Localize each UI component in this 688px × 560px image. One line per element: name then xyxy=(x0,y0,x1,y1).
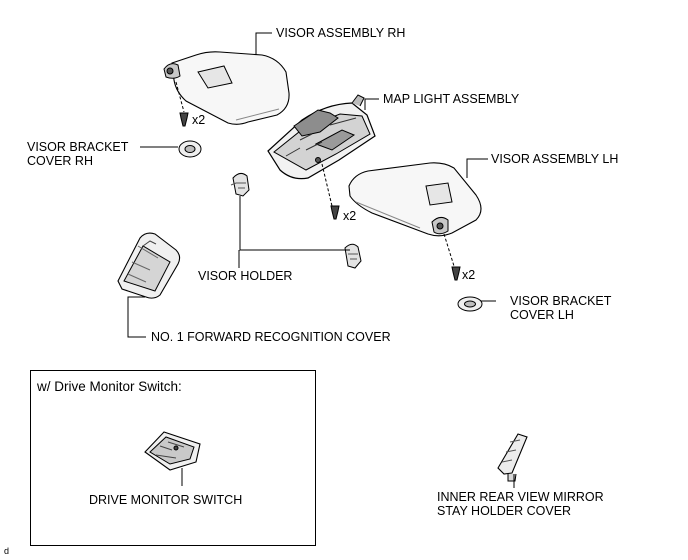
qty-visor-rh-screws: x2 xyxy=(192,113,206,127)
visor-assembly-rh-part xyxy=(163,51,290,125)
label-visor-assembly-rh: VISOR ASSEMBLY RH xyxy=(276,26,406,40)
screw-lh-part xyxy=(451,266,461,281)
label-visor-bracket-cover-lh: VISOR BRACKET COVER LH xyxy=(510,294,612,322)
qty-map-light-screws: x2 xyxy=(343,209,357,223)
map-light-assembly-part xyxy=(267,94,376,207)
label-visor-assembly-lh: VISOR ASSEMBLY LH xyxy=(491,152,619,166)
visor-holder-1-part xyxy=(230,172,250,197)
qty-visor-lh-screws: x2 xyxy=(462,268,476,282)
visor-holder-2-part xyxy=(344,243,362,269)
label-drive-monitor-switch: DRIVE MONITOR SWITCH xyxy=(89,493,243,507)
forward-recognition-cover-part xyxy=(117,232,181,299)
visor-assembly-lh-part xyxy=(348,162,482,267)
leader-lines xyxy=(127,32,496,338)
label-no1-forward-recognition-cover: NO. 1 FORWARD RECOGNITION COVER xyxy=(151,330,391,344)
label-inner-rear-view-mirror-stay-holder-cover: INNER REAR VIEW MIRROR STAY HOLDER COVER xyxy=(437,490,604,518)
screw-rh-part xyxy=(179,112,189,127)
label-map-light-assembly: MAP LIGHT ASSEMBLY xyxy=(383,92,520,106)
label-visor-holder: VISOR HOLDER xyxy=(198,269,293,283)
screw-map-light-part xyxy=(330,205,340,220)
mirror-stay-holder-cover-part xyxy=(497,433,528,488)
visor-bracket-cover-lh-part xyxy=(457,296,483,312)
label-visor-bracket-cover-rh: VISOR BRACKET COVER RH xyxy=(27,140,129,168)
corner-mark: d xyxy=(4,546,10,556)
drive-monitor-switch-part xyxy=(144,431,201,486)
inset-title: w/ Drive Monitor Switch: xyxy=(37,379,182,394)
drive-monitor-switch-inset: w/ Drive Monitor Switch: xyxy=(30,370,316,546)
visor-bracket-cover-rh-part xyxy=(178,140,202,158)
